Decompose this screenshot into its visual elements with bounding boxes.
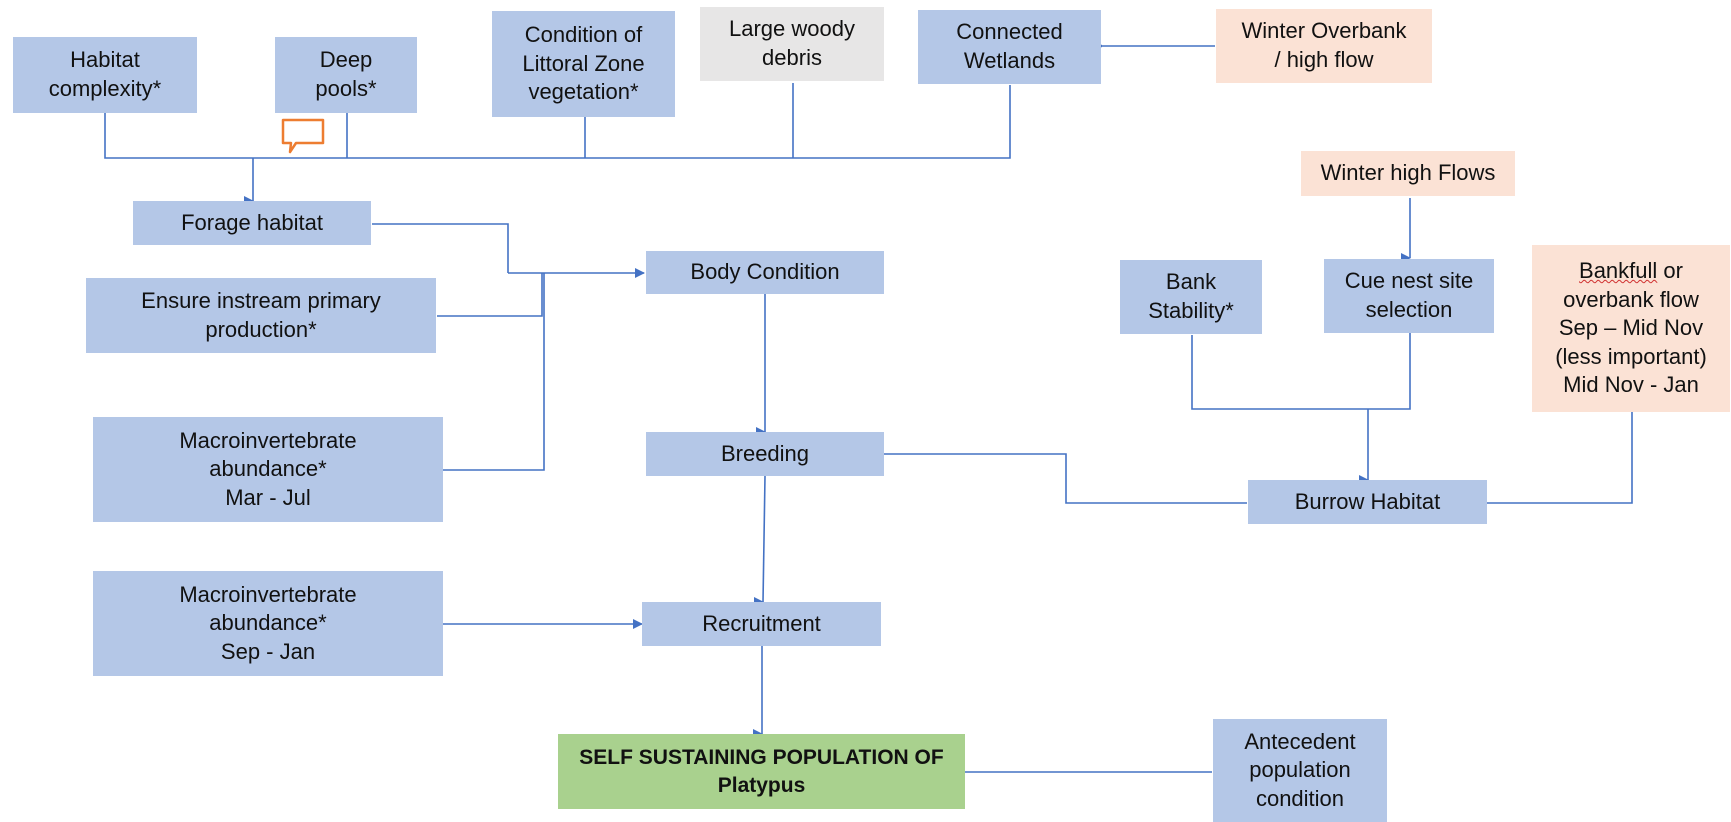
node-label: Ensure instream primary production* (141, 287, 381, 342)
node-label: Winter high Flows (1320, 160, 1496, 186)
node-habitat-complexity: Habitat complexity* (13, 37, 197, 113)
node-label: Recruitment (702, 610, 821, 636)
node-winter-overbank-high-flow: Winter Overbank / high flow (1216, 9, 1432, 83)
node-label: Burrow Habitat (1294, 488, 1441, 514)
node-label: Breeding (720, 440, 810, 466)
node-label: Winter Overbank / high flow (1241, 18, 1407, 72)
node-littoral-zone-vegetation: Condition of Littoral Zone vegetation* (492, 11, 675, 117)
node-label-rest: or overbank flow Sep – Mid Nov (less imp… (1555, 258, 1707, 398)
arrow-burrow-to-breeding (876, 449, 1247, 504)
node-burrow-habitat: Burrow Habitat (1248, 480, 1487, 524)
node-instream-primary-production: Ensure instream primary production* (86, 278, 436, 353)
arrow-breeding-to-recruitment (754, 475, 766, 607)
node-label: Bankfull or overbank flow Sep – Mid Nov … (1555, 257, 1707, 400)
node-label: SELF SUSTAINING POPULATION OF Platypus (579, 746, 944, 797)
connector-top-inputs (104, 83, 1011, 159)
node-self-sustaining-population: SELF SUSTAINING POPULATION OF Platypus (558, 734, 965, 809)
node-deep-pools: Deep pools* (275, 37, 417, 113)
node-label: Cue nest site selection (1344, 268, 1474, 322)
node-macroinvertebrate-sep-jan: Macroinvertebrate abundance* Sep - Jan (93, 571, 443, 676)
node-label: Body Condition (690, 259, 840, 285)
node-label-underlined-word: Bankfull (1579, 258, 1658, 284)
node-connected-wetlands: Connected Wetlands (918, 10, 1101, 84)
node-label: Condition of Littoral Zone vegetation* (522, 22, 645, 105)
node-breeding: Breeding (646, 432, 884, 476)
connector-bank-and-cue (1191, 333, 1411, 410)
node-body-condition: Body Condition (646, 251, 884, 294)
speech-bubble-icon[interactable] (280, 117, 326, 157)
node-cue-nest-site-selection: Cue nest site selection (1324, 259, 1494, 333)
node-label: Macroinvertebrate abundance* Sep - Jan (179, 581, 357, 664)
node-label: Connected Wetlands (956, 19, 1063, 73)
node-macroinvertebrate-mar-jul: Macroinvertebrate abundance* Mar - Jul (93, 417, 443, 522)
node-label: Macroinvertebrate abundance* Mar - Jul (179, 427, 357, 510)
node-bank-stability: Bank Stability* (1120, 260, 1262, 334)
node-label: Bank Stability* (1148, 269, 1234, 323)
node-forage-habitat: Forage habitat (133, 201, 371, 245)
node-bankfull-overbank-flow: Bankfull or overbank flow Sep – Mid Nov … (1532, 245, 1730, 412)
node-label: Large woody debris (729, 16, 855, 70)
node-recruitment: Recruitment (642, 602, 881, 646)
arrow-bankfull-to-burrow (1478, 399, 1633, 508)
connector-forage-to-body (372, 223, 545, 471)
node-label: Antecedent population condition (1244, 728, 1356, 811)
node-antecedent-population-condition: Antecedent population condition (1213, 719, 1387, 822)
node-winter-high-flows: Winter high Flows (1301, 151, 1515, 196)
node-label: Forage habitat (181, 209, 323, 235)
node-large-woody-debris: Large woody debris (700, 7, 884, 81)
node-label: Deep pools* (315, 47, 377, 101)
node-label: Habitat complexity* (48, 47, 162, 101)
